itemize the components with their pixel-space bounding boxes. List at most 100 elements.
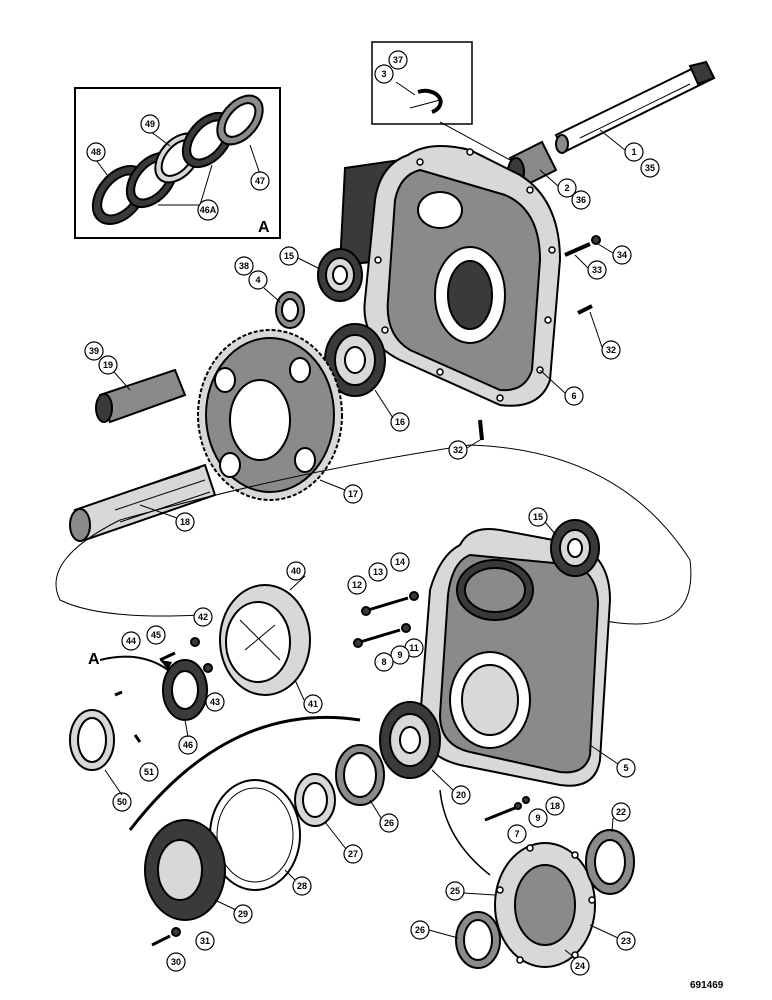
retainer-25-part (494, 842, 596, 968)
washer-42-part (190, 637, 200, 647)
cover-40-part (219, 584, 311, 696)
callout-1: 1 (624, 142, 644, 162)
assembly-line (55, 444, 692, 625)
callout-42: 42 (193, 607, 213, 627)
svg-text:17: 17 (348, 489, 358, 499)
cup-26-part (335, 744, 385, 806)
callout-17: 17 (343, 484, 363, 504)
callout-32-upper: 32 (601, 340, 621, 360)
cone-27-part (294, 773, 336, 827)
washer-9-part (514, 802, 522, 810)
callout-9-lower: 9 (528, 808, 548, 828)
callout-26-upper: 26 (379, 813, 399, 833)
callout-50: 50 (112, 792, 132, 812)
dowel-32b-part (478, 419, 484, 441)
svg-text:47: 47 (255, 176, 265, 186)
svg-text:5: 5 (623, 763, 628, 773)
callout-35: 35 (640, 158, 660, 178)
svg-text:14: 14 (395, 557, 405, 567)
svg-text:9: 9 (397, 650, 402, 660)
callout-6: 6 (564, 386, 584, 406)
cup-26-lower-part (455, 911, 501, 969)
svg-text:28: 28 (297, 881, 307, 891)
shaft-19-part (95, 368, 187, 424)
pointer-a-label: A (88, 651, 100, 668)
svg-text:12: 12 (352, 580, 362, 590)
bolt-44-part (159, 651, 176, 662)
pin-part (114, 690, 123, 697)
cap-29-part (144, 819, 226, 921)
seal-22-part (585, 829, 635, 895)
callout-5: 5 (616, 758, 636, 778)
callout-13: 13 (368, 562, 388, 582)
svg-text:37: 37 (393, 55, 403, 65)
upper-housing-part (338, 145, 562, 407)
svg-text:2: 2 (564, 183, 569, 193)
svg-text:46A: 46A (200, 205, 217, 215)
svg-text:8: 8 (381, 657, 386, 667)
svg-text:29: 29 (238, 909, 248, 919)
input-shaft-part (554, 60, 716, 154)
bolt-30-part (151, 934, 171, 947)
callout-23: 23 (616, 931, 636, 951)
callout-39: 39 (84, 341, 104, 361)
svg-text:26: 26 (384, 818, 394, 828)
svg-text:3: 3 (381, 69, 386, 79)
callout-12: 12 (347, 575, 367, 595)
callout-51: 51 (139, 762, 159, 782)
bolt-8-part (353, 623, 411, 648)
callout-24: 24 (570, 956, 590, 976)
callout-45: 45 (146, 625, 166, 645)
bearing-15-lower-part (550, 519, 600, 577)
callout-9-upper: 9 (390, 645, 410, 665)
bolt-12-part (361, 591, 419, 616)
callout-leaders (104, 129, 626, 959)
group-bracket (128, 715, 361, 831)
bolt-7-part (484, 806, 516, 822)
svg-text:18: 18 (550, 801, 560, 811)
callout-38: 38 (234, 256, 254, 276)
lower-housing-part (418, 528, 612, 787)
svg-text:15: 15 (284, 251, 294, 261)
install-arrow (439, 789, 491, 876)
svg-text:11: 11 (409, 643, 419, 653)
bearing-20-part (379, 701, 441, 779)
callout-14: 14 (390, 552, 410, 572)
svg-text:35: 35 (645, 163, 655, 173)
svg-text:43: 43 (210, 697, 220, 707)
callout-34: 34 (612, 245, 632, 265)
gear-17-part (197, 329, 343, 501)
washer-31-part (171, 927, 181, 937)
bearing-16-part (324, 323, 386, 397)
svg-text:16: 16 (395, 417, 405, 427)
svg-text:45: 45 (151, 630, 161, 640)
svg-text:39: 39 (89, 346, 99, 356)
callout-31: 31 (195, 931, 215, 951)
svg-text:44: 44 (126, 636, 136, 646)
dowel-32-part (577, 304, 593, 315)
nut-18-part (522, 796, 530, 804)
callout-18-nut: 18 (545, 796, 565, 816)
callout-4: 4 (248, 270, 268, 290)
svg-text:32: 32 (453, 445, 463, 455)
svg-text:32: 32 (606, 345, 616, 355)
callout-3: 3 (374, 64, 394, 84)
svg-text:34: 34 (617, 250, 627, 260)
washer-43-part (203, 663, 213, 673)
callout-49: 49 (140, 114, 160, 134)
callout-20: 20 (451, 785, 471, 805)
shaft-18-part (69, 463, 217, 542)
callout-29: 29 (233, 904, 253, 924)
callout-32-lower: 32 (448, 440, 468, 460)
callout-22: 22 (611, 802, 631, 822)
svg-text:51: 51 (144, 767, 154, 777)
svg-text:30: 30 (171, 957, 181, 967)
callout-25: 25 (445, 881, 465, 901)
svg-text:46: 46 (183, 740, 193, 750)
inset-snap-ring-box (371, 41, 511, 161)
svg-text:50: 50 (117, 797, 127, 807)
svg-text:4: 4 (255, 275, 260, 285)
callout-48: 48 (86, 142, 106, 162)
callout-10: 10 (413, 643, 423, 653)
